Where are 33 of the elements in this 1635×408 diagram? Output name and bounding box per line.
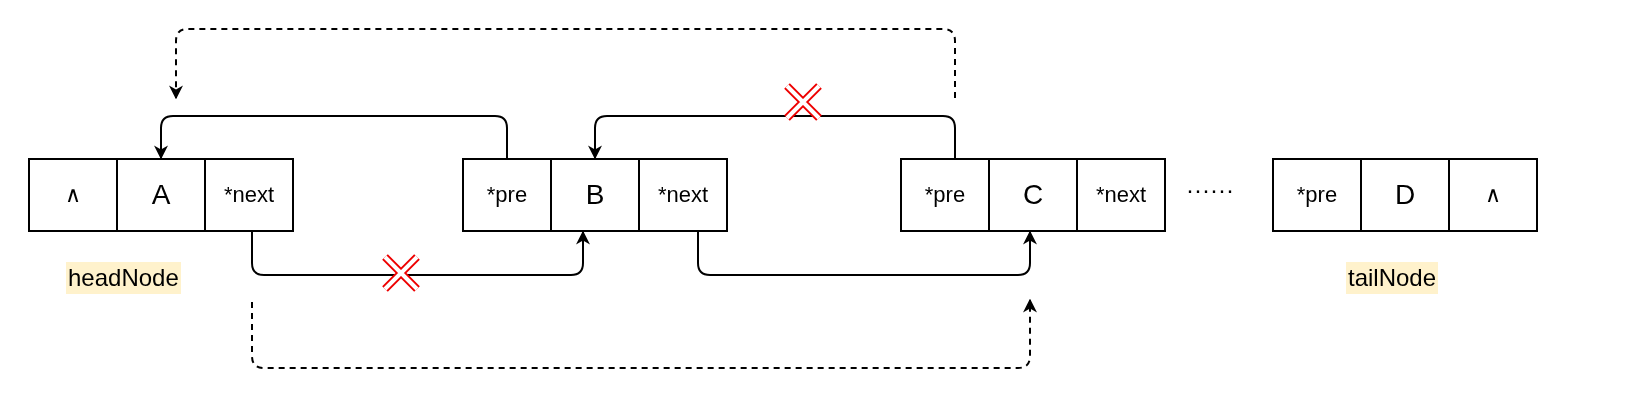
pointer-field: *pre bbox=[1296, 182, 1338, 208]
list-node-cell bbox=[204, 158, 294, 232]
list-node-cell bbox=[550, 158, 640, 232]
list-node-cell bbox=[1272, 158, 1362, 232]
pointer-field: *next bbox=[657, 182, 709, 208]
pointer-field: *next bbox=[1095, 182, 1147, 208]
node-name-label: tailNode bbox=[1346, 262, 1439, 294]
list-node-cell bbox=[116, 158, 206, 232]
pointer-field: *next bbox=[223, 182, 275, 208]
pointer-field: *pre bbox=[486, 182, 528, 208]
pointer-field: ∧ bbox=[65, 182, 81, 208]
node-name-label: headNode bbox=[66, 262, 181, 294]
list-node-cell bbox=[900, 158, 990, 232]
list-node-cell bbox=[1076, 158, 1166, 232]
node-value: C bbox=[1022, 179, 1044, 211]
pointer-field: *pre bbox=[924, 182, 966, 208]
dashed-arrow bbox=[169, 28, 956, 100]
node-value: B bbox=[585, 179, 605, 211]
arrow bbox=[154, 115, 508, 160]
node-value: D bbox=[1394, 179, 1416, 211]
list-node-cell bbox=[462, 158, 552, 232]
arrow bbox=[588, 115, 956, 160]
node-value: A bbox=[151, 179, 171, 211]
arrow bbox=[251, 230, 590, 276]
list-node-cell bbox=[1448, 158, 1538, 232]
ellipsis-text: ······ bbox=[1186, 176, 1234, 204]
arrow bbox=[697, 230, 1037, 276]
list-node-cell bbox=[638, 158, 728, 232]
list-node-cell bbox=[988, 158, 1078, 232]
list-node-cell bbox=[1360, 158, 1450, 232]
dashed-arrow bbox=[251, 298, 1037, 369]
list-node-cell bbox=[28, 158, 118, 232]
pointer-field: ∧ bbox=[1485, 182, 1501, 208]
